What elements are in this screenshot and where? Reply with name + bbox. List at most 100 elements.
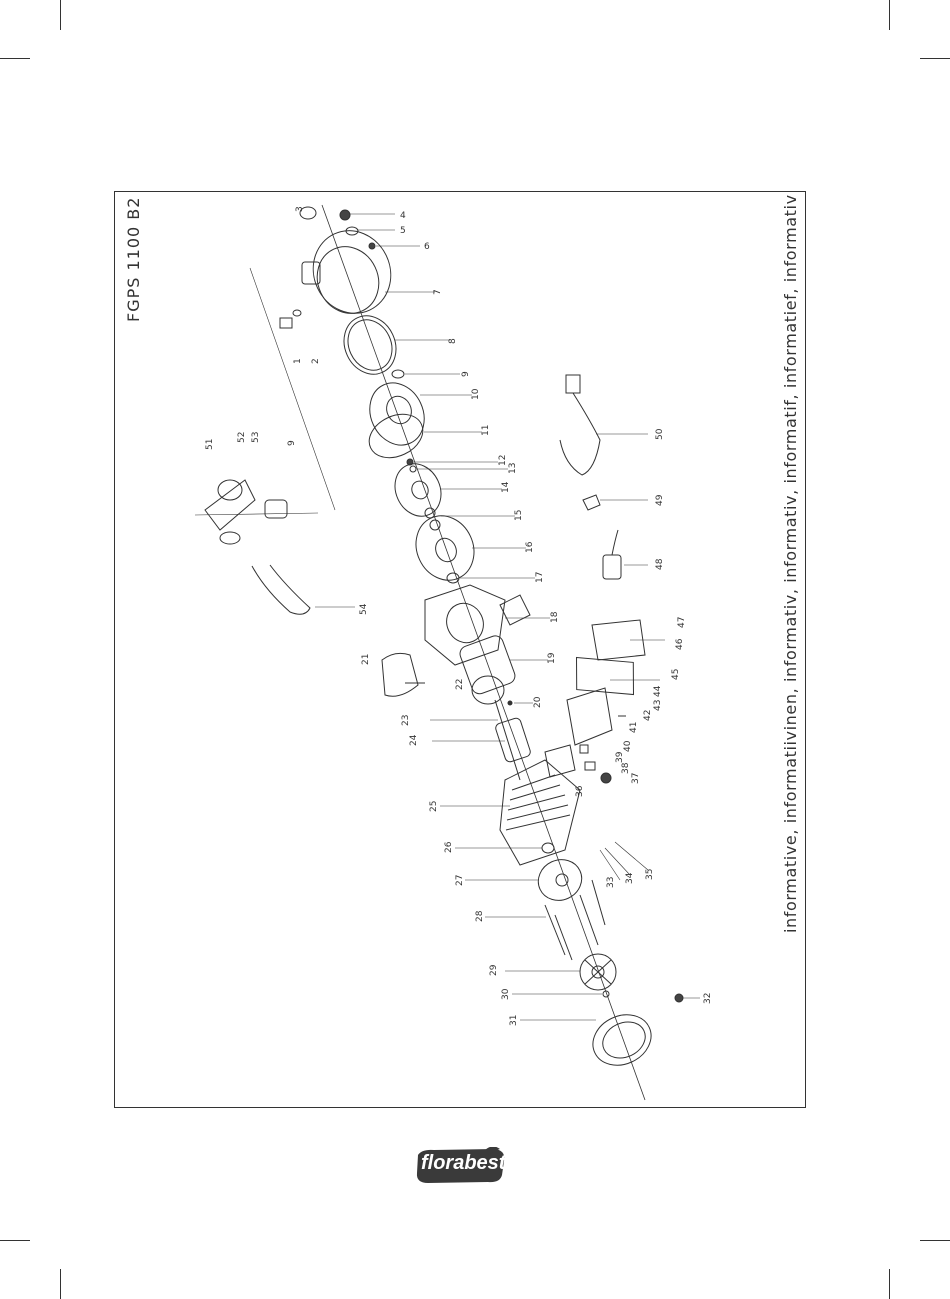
tie-rod	[545, 905, 565, 955]
part-label: 28	[475, 910, 485, 922]
part-label: 41	[629, 722, 639, 733]
tie-rod	[592, 880, 605, 925]
shaft-seal	[430, 520, 440, 530]
part-label: 53	[251, 432, 261, 443]
part-label: 39	[615, 751, 625, 763]
part-label: 16	[525, 541, 535, 553]
part-label: 17	[535, 572, 545, 583]
part-label: 22	[455, 679, 465, 690]
key	[508, 701, 512, 705]
part-label: 14	[501, 481, 511, 493]
capacitor	[603, 555, 621, 579]
o-ring	[447, 573, 459, 583]
part-label: 33	[606, 877, 616, 888]
part-label: 23	[401, 715, 411, 726]
part-label: 37	[631, 773, 641, 784]
end-shield	[532, 853, 589, 908]
part-label: 54	[359, 603, 369, 615]
part-label: 36	[575, 785, 585, 797]
part-label: 25	[429, 801, 439, 812]
drain-plug	[340, 210, 350, 220]
cable-gland	[601, 773, 611, 783]
part-label: 49	[655, 494, 665, 506]
part-label: 11	[481, 425, 491, 436]
part-label: 19	[547, 652, 557, 664]
part-label: 4	[400, 211, 406, 221]
filter-cartridge	[220, 532, 240, 544]
screw	[675, 994, 683, 1002]
part-label: 15	[514, 510, 524, 521]
model-title: FGPS 1100 B2	[124, 197, 143, 322]
part-label: 9	[287, 440, 297, 446]
languages-note: informative, informatiivinen, informativ…	[781, 194, 800, 933]
stator-bore	[472, 676, 504, 704]
diffuser	[360, 374, 434, 454]
part-label: 42	[643, 710, 653, 721]
part-label: 46	[675, 638, 685, 650]
part-label: 6	[424, 242, 430, 252]
part-label: 43	[653, 700, 663, 711]
part-label: 31	[509, 1015, 519, 1026]
carry-handle	[382, 653, 418, 696]
tie-rod	[580, 895, 598, 945]
connector	[280, 318, 292, 328]
o-ring	[392, 370, 404, 378]
flange-bore	[440, 597, 490, 648]
pump-housing	[300, 218, 404, 326]
part-label: 5	[400, 226, 406, 236]
seal	[293, 310, 301, 316]
pre-filter	[205, 480, 255, 530]
terminal	[585, 762, 595, 770]
part-label: 21	[361, 654, 371, 665]
part-label: 44	[653, 685, 663, 697]
impeller	[387, 456, 450, 524]
connector-nipple	[265, 500, 287, 518]
part-label: 51	[205, 439, 215, 450]
housing-gasket	[335, 307, 406, 383]
terminal-box	[567, 688, 612, 745]
part-label: 3	[295, 206, 305, 212]
terminal	[580, 745, 588, 753]
part-label: 40	[623, 740, 633, 752]
part-label: 13	[508, 463, 518, 474]
part-label: 34	[625, 872, 635, 884]
part-label: 48	[655, 558, 665, 570]
part-label: 26	[444, 841, 454, 853]
part-label: 10	[471, 388, 481, 400]
part-label: 27	[455, 875, 465, 886]
power-plug	[566, 375, 580, 393]
part-label: 38	[621, 762, 631, 774]
hose	[252, 565, 310, 614]
part-label: 32	[703, 993, 713, 1004]
part-label: 2	[311, 358, 321, 364]
part-label: 47	[677, 617, 687, 628]
pump-housing-rim	[306, 237, 389, 324]
part-label: 52	[237, 432, 247, 443]
capacitor-wire	[612, 530, 618, 555]
filter-axis-line	[195, 513, 318, 515]
screw	[369, 243, 375, 249]
part-label: 18	[550, 611, 560, 623]
diffuser-hub	[382, 392, 416, 428]
motor-shaft	[495, 700, 520, 780]
assembly-axis-line	[250, 268, 335, 510]
part-label: 30	[501, 988, 511, 1000]
part-label: 29	[489, 964, 499, 976]
housing-gasket-inner	[340, 313, 400, 378]
brand-name: florabest®	[421, 1152, 511, 1175]
plate-hub	[432, 535, 460, 565]
part-label: 8	[448, 338, 458, 344]
fan-cover	[585, 1006, 660, 1075]
part-label: 20	[533, 696, 543, 708]
pre-filter-cap	[218, 480, 242, 500]
part-label: 9	[461, 371, 471, 377]
part-label: 35	[645, 869, 655, 880]
part-label: 7	[433, 289, 443, 295]
washer	[410, 466, 416, 472]
part-label: 12	[498, 455, 508, 466]
power-cord	[560, 393, 600, 475]
part-label: 24	[409, 734, 419, 746]
bearing	[542, 843, 554, 853]
end-shield-hub	[556, 874, 568, 886]
